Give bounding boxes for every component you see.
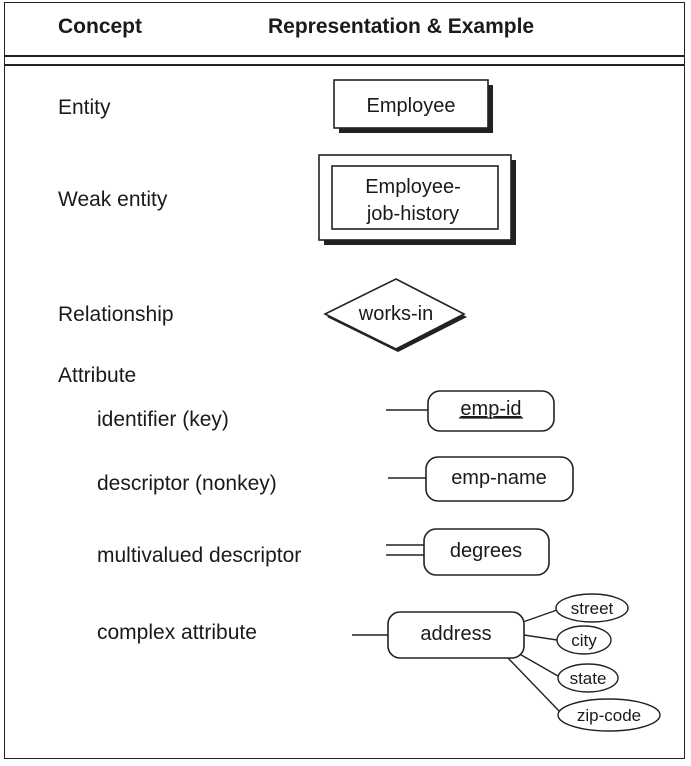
multivalued-example-text: degrees: [450, 540, 522, 562]
concept-identifier: identifier (key): [97, 408, 229, 431]
complex-part-city: city: [571, 631, 597, 650]
complex-attribute-shape: address street city state zip-code: [352, 593, 661, 732]
descriptor-attribute-shape: emp-name: [388, 456, 574, 502]
weak-entity-example-line2: job-history: [366, 203, 459, 225]
descriptor-example-text: emp-name: [451, 467, 547, 489]
header-concept: Concept: [58, 15, 142, 38]
concept-complex: complex attribute: [97, 621, 257, 644]
weak-entity-example-line1: Employee-: [365, 176, 461, 198]
relationship-shape: works-in: [323, 278, 467, 352]
relationship-example-text: works-in: [358, 303, 433, 325]
table-frame: [4, 2, 685, 759]
weak-entity-shape: Employee- job-history: [318, 154, 516, 245]
header-divider-bottom: [5, 64, 684, 66]
complex-part-state: state: [570, 669, 607, 688]
concept-weak-entity: Weak entity: [58, 188, 168, 211]
complex-example-text: address: [420, 623, 491, 645]
header-divider-top: [5, 55, 684, 57]
header-representation: Representation & Example: [268, 15, 535, 38]
concept-relationship: Relationship: [58, 303, 174, 326]
concept-multivalued: multivalued descriptor: [97, 544, 302, 567]
multivalued-attribute-shape: degrees: [386, 528, 550, 576]
entity-shape: Employee: [333, 79, 493, 133]
concept-descriptor: descriptor (nonkey): [97, 472, 277, 495]
identifier-attribute-shape: emp-id: [386, 390, 555, 432]
concept-entity: Entity: [58, 96, 111, 119]
entity-example-text: Employee: [367, 95, 456, 117]
complex-part-zip-code: zip-code: [577, 706, 641, 725]
complex-part-street: street: [571, 599, 614, 618]
identifier-example-text: emp-id: [460, 398, 521, 420]
concept-attribute: Attribute: [58, 364, 137, 387]
